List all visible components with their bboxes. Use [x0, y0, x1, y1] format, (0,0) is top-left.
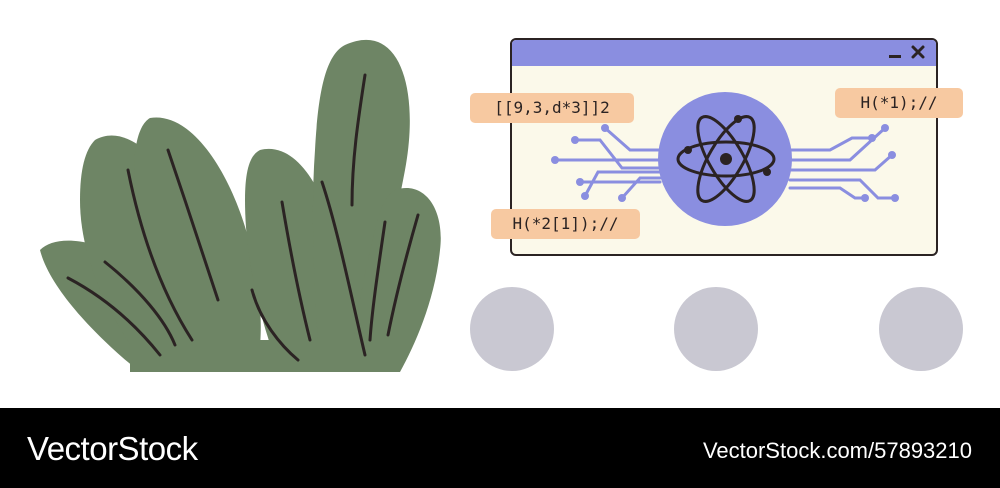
stock-id: VectorStock.com/57893210	[702, 438, 972, 463]
grey-dot-2	[674, 287, 758, 371]
circuit-atom-graphic	[551, 92, 899, 226]
minimize-icon[interactable]	[888, 45, 902, 59]
plant-icon	[40, 39, 441, 373]
brand-logo: VectorStock	[27, 430, 198, 467]
code-tag-left-bottom: H(*2[1]);//	[491, 209, 640, 239]
watermark-footer: VectorStock VectorStock.com/57893210	[0, 408, 1000, 488]
atom-icon	[676, 115, 776, 203]
close-icon[interactable]	[910, 44, 926, 60]
grey-dot-3	[879, 287, 963, 371]
code-tag-left-top: [[9,3,d*3]]2	[470, 93, 634, 123]
illustration: [[9,3,d*3]]2 H(*1);// H(*2[1]);//	[40, 38, 963, 373]
grey-dot-1	[470, 287, 554, 371]
code-tag-right-top: H(*1);//	[835, 88, 963, 118]
window-titlebar	[512, 40, 936, 66]
